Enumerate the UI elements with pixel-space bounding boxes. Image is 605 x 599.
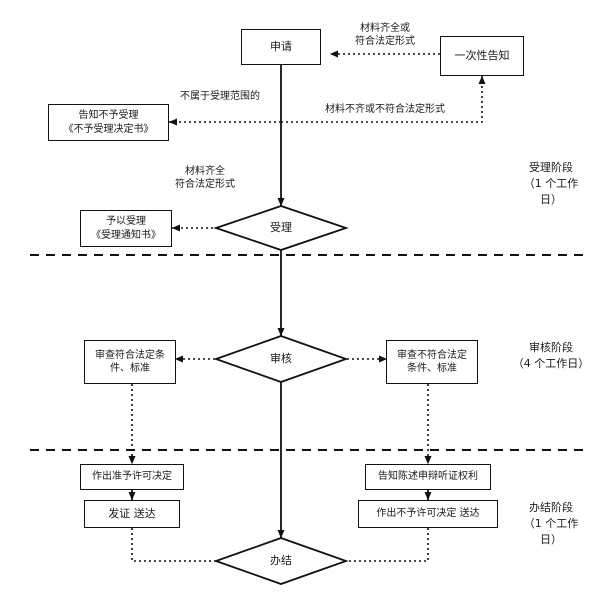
stage-label-review: 审核阶段 （4 个工作日） [512, 341, 590, 370]
node-issue-deliver-label: 发证 送达 [108, 506, 156, 520]
node-review-label: 审核 [270, 351, 292, 365]
node-approve-decision[interactable]: 作出准予许可决定 [80, 464, 184, 490]
node-notify-no-accept-label: 告知不予受理 《不予受理决定书》 [63, 110, 154, 135]
node-review[interactable]: 审核 [251, 347, 311, 371]
node-apply[interactable]: 申请 [241, 29, 321, 65]
node-one-time-notice[interactable]: 一次性告知 [440, 36, 524, 76]
diamond-accept [213, 205, 349, 251]
node-grant-accept-label: 予以受理 《受理通知书》 [91, 216, 161, 241]
node-accept-label: 受理 [270, 220, 292, 234]
node-notify-no-accept[interactable]: 告知不予受理 《不予受理决定书》 [48, 104, 169, 141]
node-notify-rights-label: 告知陈述申辩听证权利 [378, 471, 478, 483]
node-complete-label: 办结 [270, 553, 292, 567]
node-review-pass[interactable]: 审查符合法定条 件、标准 [84, 340, 176, 384]
node-reject-decision[interactable]: 作出不予许可决定 送达 [358, 500, 498, 528]
edge-issue-to-complete [131, 528, 233, 565]
diamond-complete [213, 537, 349, 585]
stage-label-completion: 办结阶段 （1 个工作 日） [523, 501, 579, 546]
edge-label-materials-complete-legal: 材料齐全 符合法定形式 [175, 166, 235, 190]
edge-incomplete-to-notice [281, 75, 486, 123]
node-review-pass-label: 审查符合法定条 件、标准 [95, 349, 165, 375]
edge-label-not-in-scope: 不属于受理范围的 [180, 91, 260, 102]
node-review-fail[interactable]: 审查不符合法定 条件、标准 [386, 340, 478, 384]
node-grant-accept[interactable]: 予以受理 《受理通知书》 [80, 210, 172, 247]
node-notify-rights[interactable]: 告知陈述申辩听证权利 [365, 464, 491, 490]
node-review-fail-label: 审查不符合法定 条件、标准 [397, 349, 467, 375]
stage-label-acceptance: 受理阶段 （1 个工作 日） [523, 161, 579, 206]
node-one-time-notice-label: 一次性告知 [454, 48, 510, 62]
node-accept[interactable]: 受理 [251, 216, 311, 240]
node-apply-label: 申请 [270, 39, 292, 53]
edge-label-materials-incomplete: 材料不齐或不符合法定形式 [325, 104, 445, 115]
diamond-review [213, 335, 349, 383]
edge-label-materials-complete-or-legal: 材料齐全或 符合法定形式 [355, 23, 415, 47]
node-approve-decision-label: 作出准予许可决定 [92, 471, 172, 483]
node-issue-deliver[interactable]: 发证 送达 [84, 500, 180, 528]
node-reject-decision-label: 作出不予许可决定 送达 [376, 508, 480, 520]
edge-reject-to-complete [329, 528, 429, 565]
node-complete[interactable]: 办结 [251, 549, 311, 573]
